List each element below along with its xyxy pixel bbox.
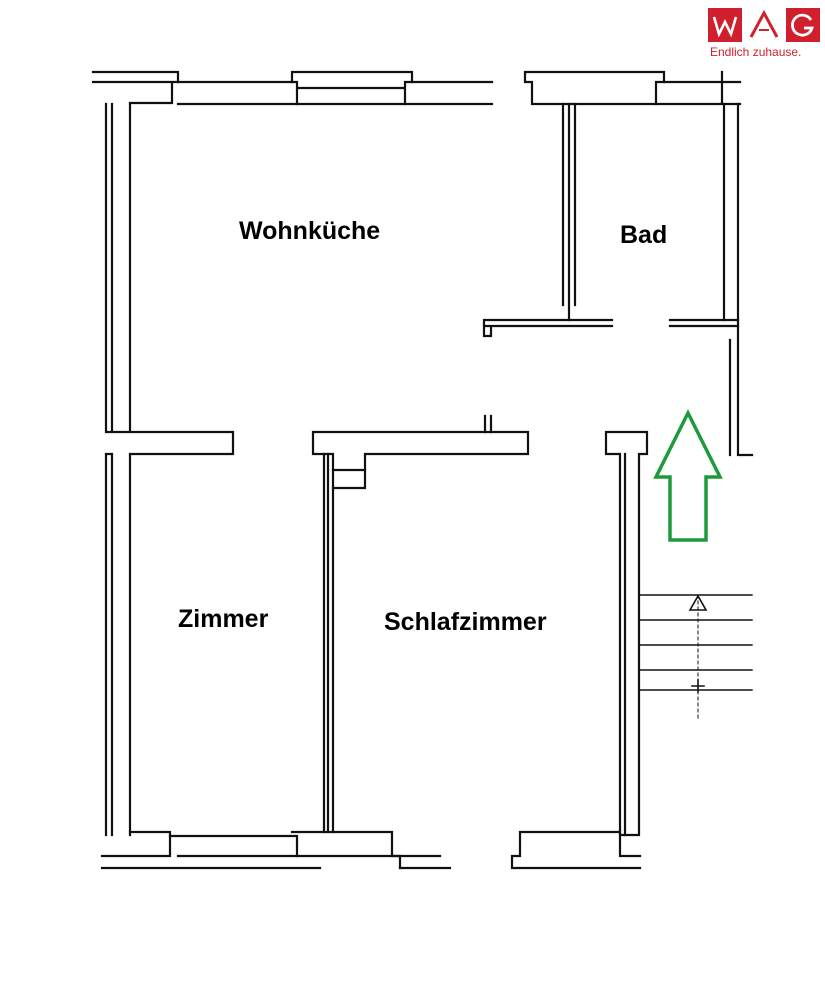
wall-corner-schlafzimmer	[331, 468, 367, 490]
exterior-wall-top-right	[654, 70, 742, 106]
room-label-schlafzimmer: Schlafzimmer	[384, 608, 547, 636]
wall-wohnkueche-schlafzimmer	[311, 430, 530, 472]
wag-logo: Endlich zuhause.	[708, 8, 820, 64]
window-bottom-mid	[290, 830, 402, 870]
exterior-wall-bottom-left	[100, 830, 322, 870]
stairs-up-icon	[688, 594, 708, 693]
wall-bad-left	[561, 102, 577, 322]
exterior-wall-top-mid	[176, 80, 494, 106]
wall-stub	[483, 414, 493, 434]
room-label-bad: Bad	[620, 221, 668, 249]
wall-corridor-right	[604, 430, 649, 837]
walls	[91, 70, 754, 870]
logo-letter-w	[708, 8, 742, 42]
logo-tagline: Endlich zuhause.	[710, 45, 802, 59]
logo-letter-a	[747, 8, 781, 42]
wall-bad-right	[722, 102, 754, 457]
wall-bad-bottom-right	[668, 318, 740, 328]
exterior-wall-top-left	[91, 70, 180, 105]
window-top-wohnkueche	[290, 70, 414, 106]
wall-wohnkueche-zimmer	[104, 430, 235, 456]
room-label-zimmer: Zimmer	[178, 605, 269, 633]
logo-letter-g	[786, 8, 820, 42]
entrance-arrow-icon	[653, 409, 723, 542]
exterior-wall-bottom-mid	[390, 854, 452, 870]
wall-bad-bottom-left	[482, 318, 614, 338]
window-bottom-schlafzimmer	[510, 830, 642, 870]
wall-zimmer-schlafzimmer	[322, 452, 335, 834]
window-top-bad	[523, 70, 666, 106]
window-bottom-zimmer	[168, 834, 299, 858]
room-label-wohnkueche: Wohnküche	[239, 217, 381, 245]
stairs	[639, 594, 753, 691]
